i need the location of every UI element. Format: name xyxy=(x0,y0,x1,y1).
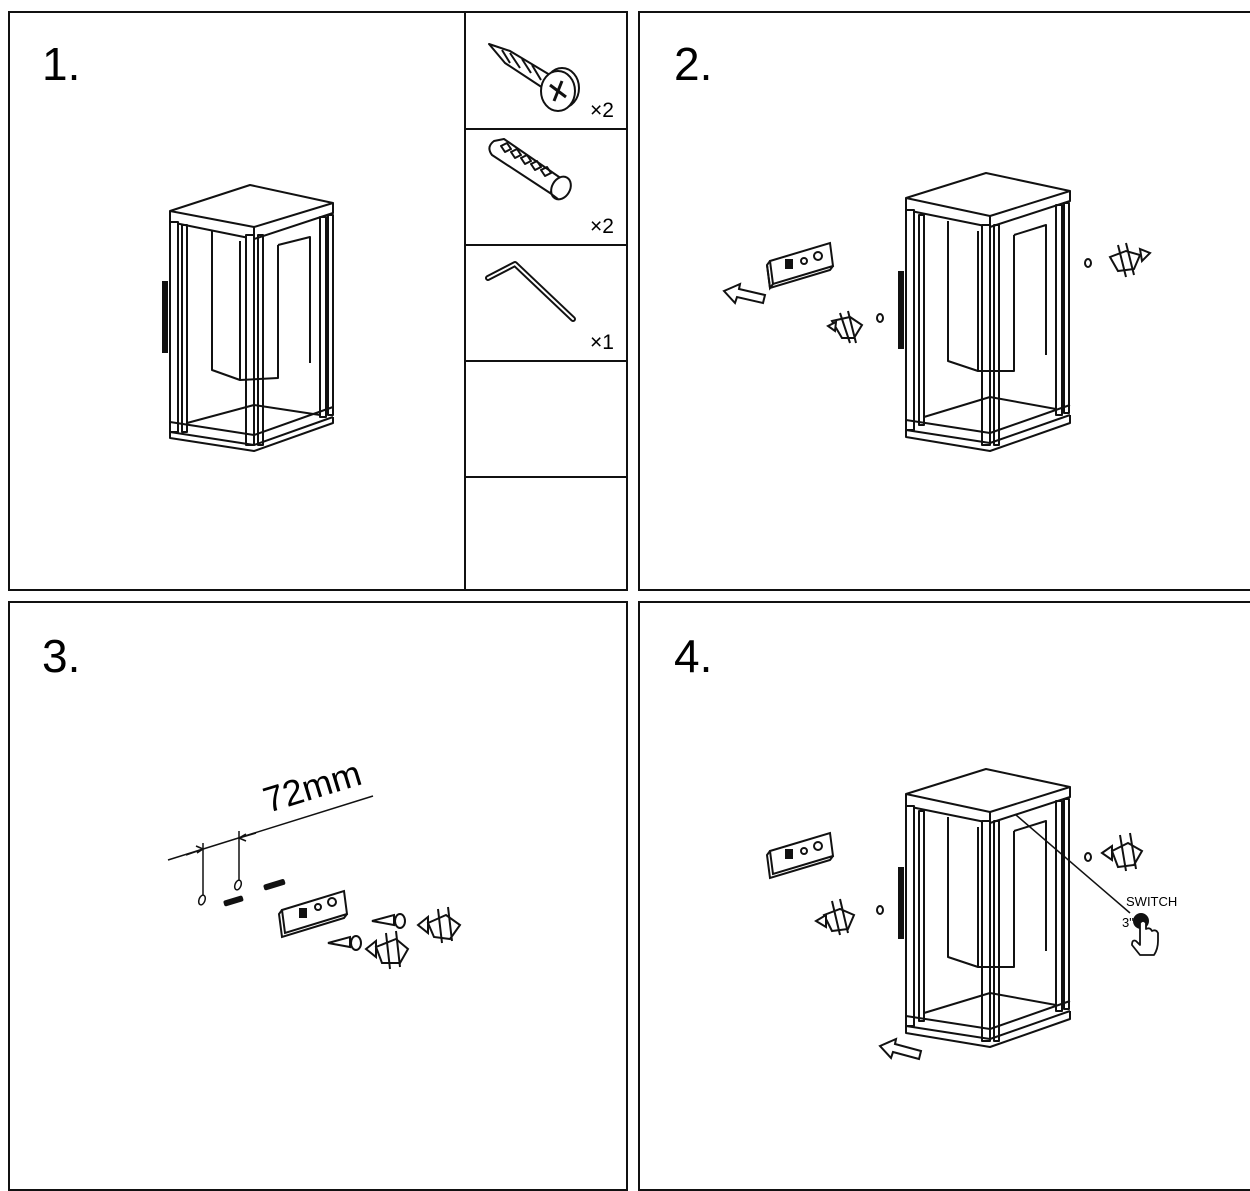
lantern-installation-illustration: SWITCH 3" xyxy=(765,768,1177,1061)
arrow-left-icon xyxy=(878,1037,923,1061)
step-4-panel: 4. xyxy=(638,601,1250,1191)
step-3-panel: 3. 72mm xyxy=(8,601,628,1191)
screw-in-icon xyxy=(364,906,462,970)
qty-screw: ×2 xyxy=(590,99,614,122)
mounting-bracket-icon xyxy=(765,831,835,880)
wall-plug-icon xyxy=(223,879,286,907)
switch-label: SWITCH xyxy=(1126,894,1177,909)
screw-icon xyxy=(327,913,406,951)
wall-plug-icon xyxy=(488,138,572,201)
lantern-illustration: ×2 ×2 ×1 xyxy=(162,13,626,589)
step-1-number: 1. xyxy=(42,38,81,90)
allen-key-icon xyxy=(485,261,576,322)
press-time-label: 3" xyxy=(1122,915,1134,930)
screw-in-right-icon xyxy=(1084,832,1144,872)
dimension-label: 72mm xyxy=(258,752,366,820)
screw-icon xyxy=(488,43,580,112)
qty-allen-key: ×1 xyxy=(590,331,614,354)
unscrew-right-icon xyxy=(1084,242,1152,278)
lantern-removal-illustration xyxy=(722,172,1152,452)
step-4-number: 4. xyxy=(674,630,713,682)
mounting-bracket-icon xyxy=(765,241,835,291)
screw-in-left-icon xyxy=(814,898,884,936)
step-2-number: 2. xyxy=(674,38,713,90)
qty-wall-plug: ×2 xyxy=(590,215,614,238)
step-1-panel: 1. xyxy=(8,11,628,591)
step-2-panel: 2. xyxy=(638,11,1250,591)
press-hand-icon xyxy=(1131,920,1159,956)
mounting-bracket-icon xyxy=(277,889,349,939)
step-3-number: 3. xyxy=(42,630,81,682)
unscrew-left-icon xyxy=(826,310,884,344)
wall-mounting-illustration: 72mm xyxy=(167,752,462,970)
arrow-left-icon xyxy=(722,282,767,305)
